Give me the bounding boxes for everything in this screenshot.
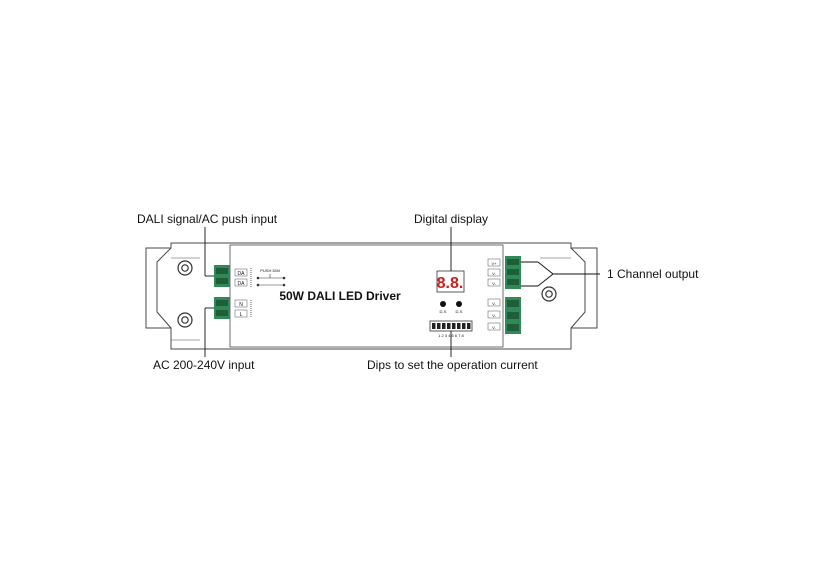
digital-display	[436, 270, 465, 293]
left-button[interactable]	[440, 301, 446, 307]
dip-switch-block[interactable]	[429, 320, 473, 332]
terminal-label: V-	[492, 301, 496, 306]
dali-input-terminal	[214, 265, 230, 287]
screw-icon	[177, 260, 193, 276]
push-dim-label: PUSH DIM	[260, 268, 280, 273]
button-label: D-S	[456, 309, 463, 314]
terminal-label: V-	[492, 325, 496, 330]
left-flange	[156, 247, 172, 329]
terminal-label: DA	[238, 271, 246, 277]
right-button[interactable]	[456, 301, 462, 307]
output-terminal-lower	[505, 297, 521, 334]
terminal-label: V-	[492, 271, 496, 276]
terminal-label: V-	[492, 281, 496, 286]
callout-channel-output: 1 Channel output	[607, 267, 699, 281]
callout-dali-input: DALI signal/AC push input	[137, 212, 278, 226]
ac-input-terminal	[214, 297, 230, 319]
terminal-label: N	[239, 302, 243, 308]
output-terminal	[505, 256, 521, 289]
leader-lines	[204, 227, 600, 357]
button-label: D-S	[440, 309, 447, 314]
push-dim-wiring-icon	[256, 274, 286, 287]
device-title: 50W DALI LED Driver	[279, 289, 401, 303]
terminal-label: V-	[492, 313, 496, 318]
screw-icon	[541, 286, 557, 302]
callout-dips: Dips to set the operation current	[367, 358, 538, 372]
display-digits: 8.8.	[437, 275, 464, 292]
callout-digital-display: Digital display	[414, 212, 489, 226]
callout-ac-input: AC 200-240V input	[153, 358, 255, 372]
right-flange	[570, 247, 586, 329]
terminal-label: DA	[238, 281, 246, 287]
screw-icon	[177, 312, 193, 328]
terminal-label: L	[240, 312, 243, 318]
terminal-label: V+	[491, 261, 497, 266]
